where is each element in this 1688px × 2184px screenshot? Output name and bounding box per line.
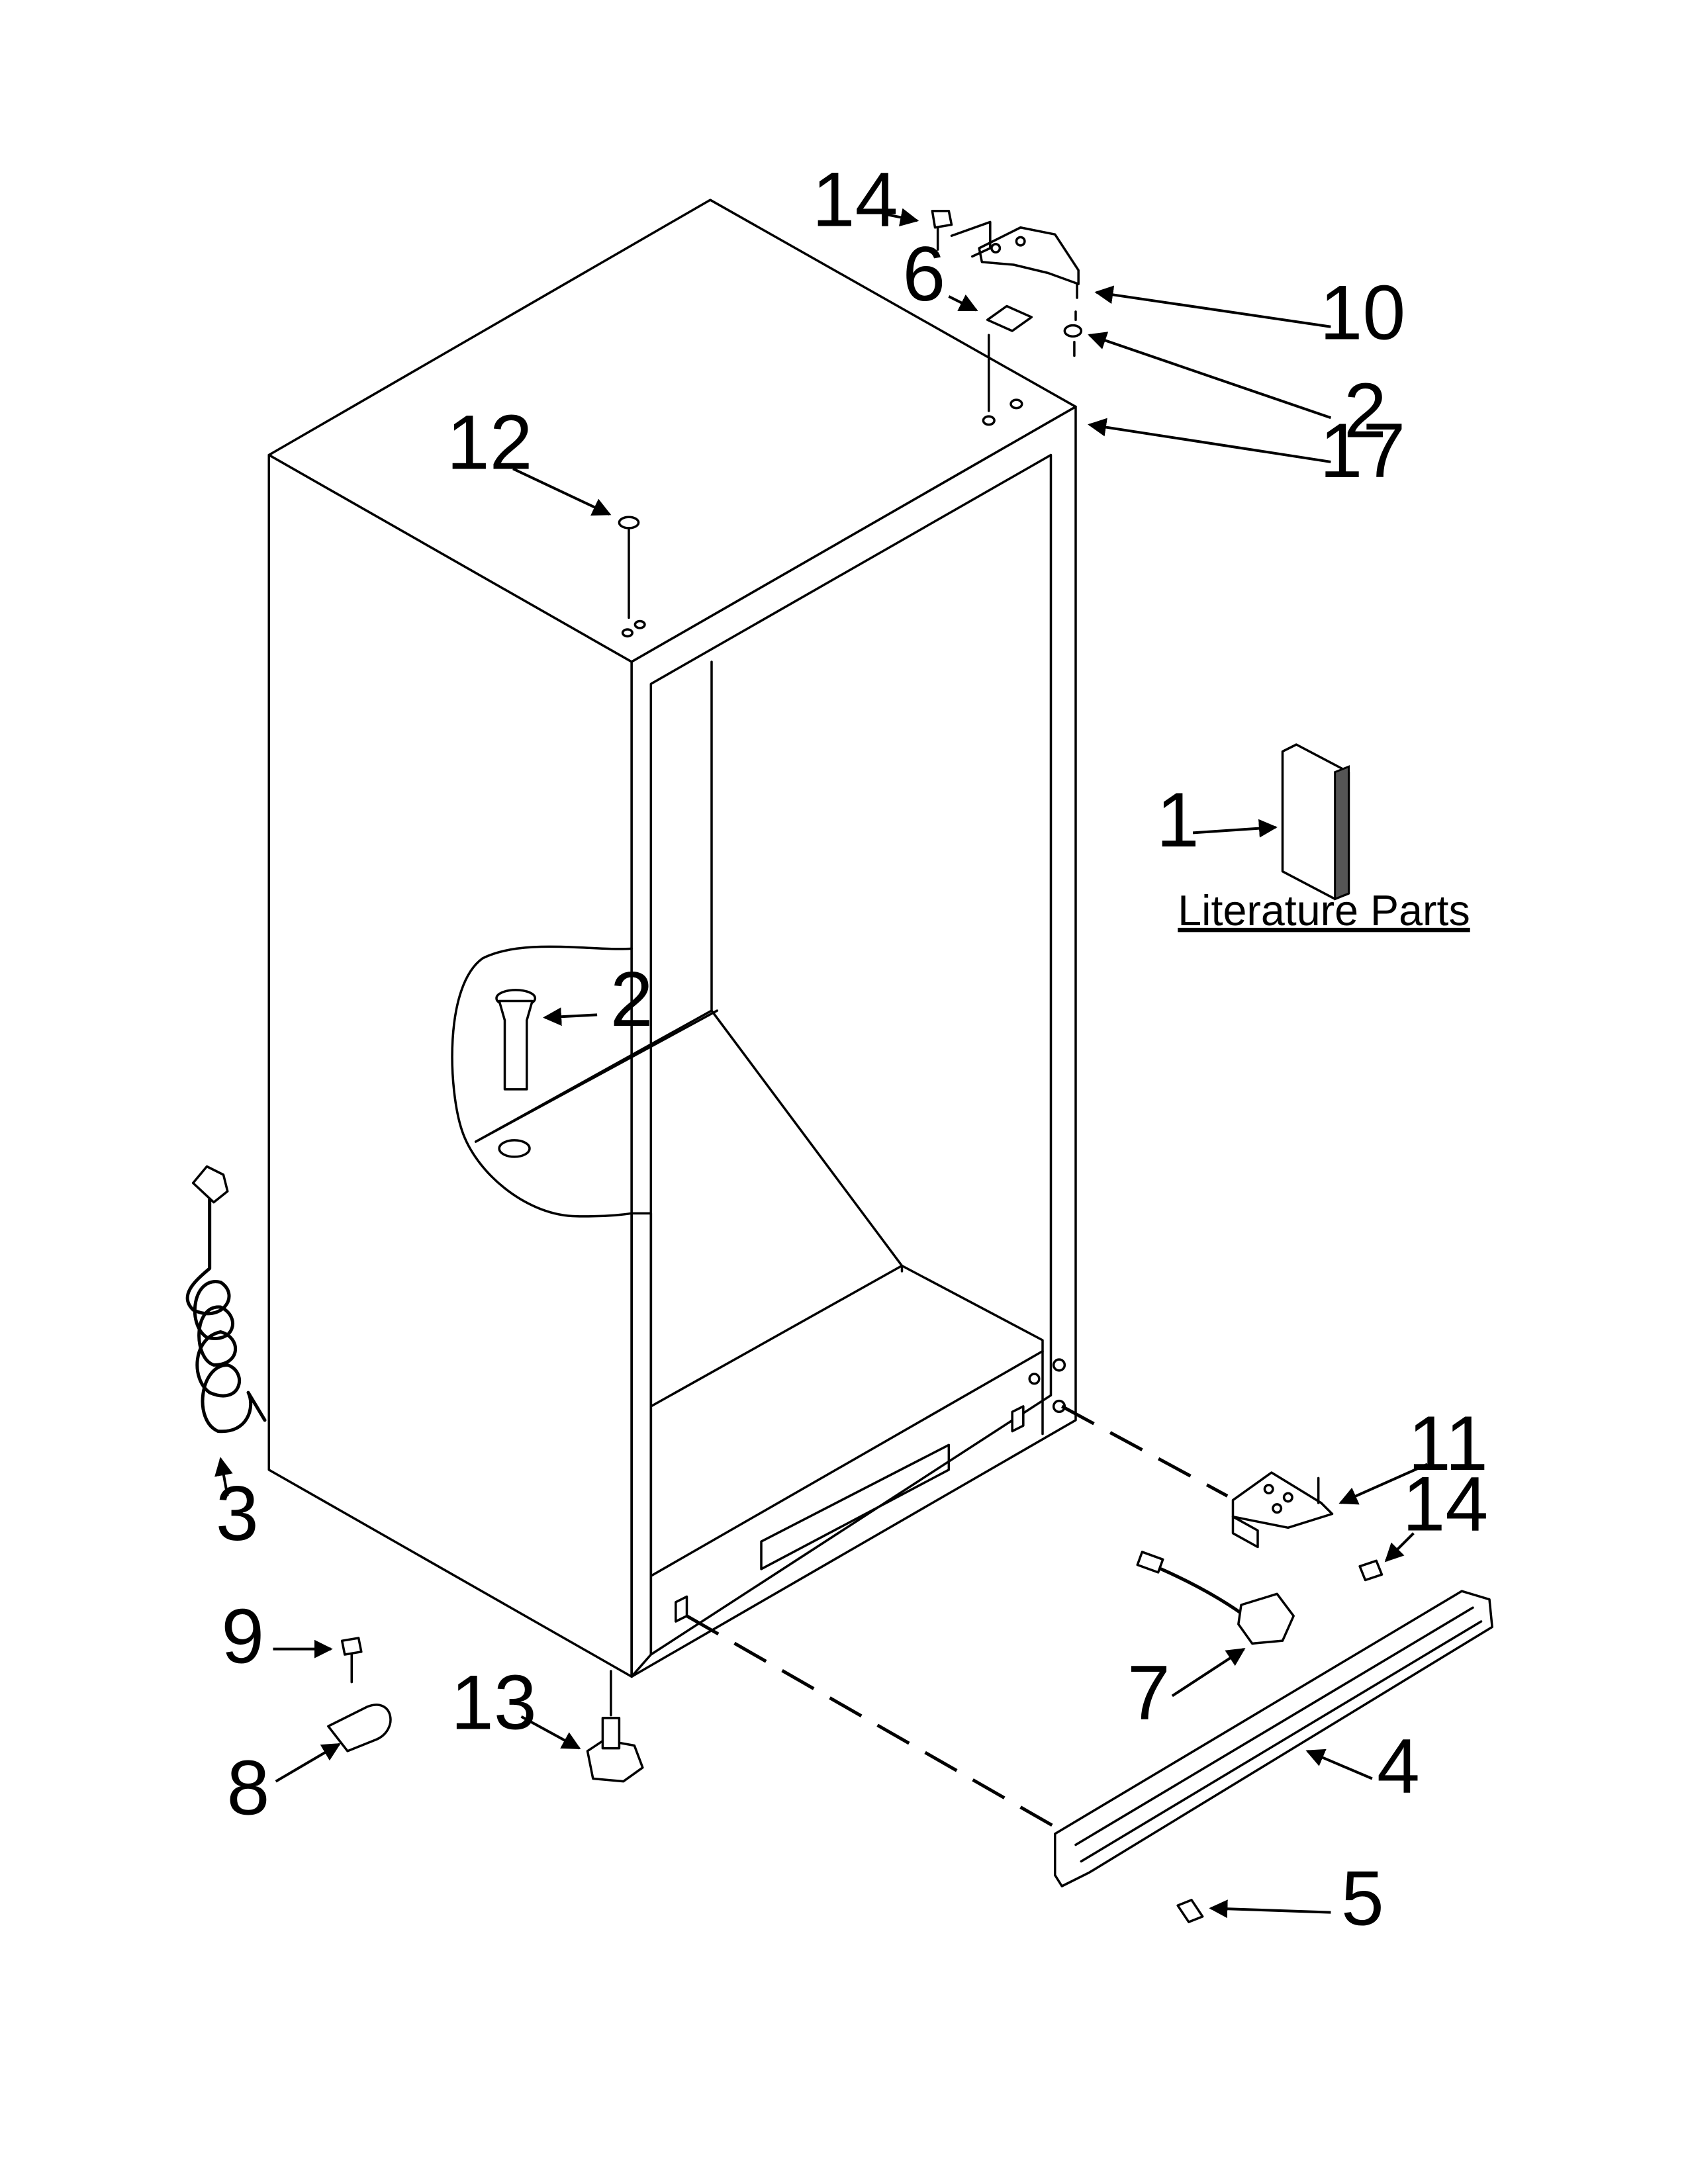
callout-17: 17 xyxy=(1319,407,1405,494)
literature-book-icon xyxy=(1283,745,1349,899)
callout-10: 10 xyxy=(1319,269,1405,356)
callout-2-top: 2 xyxy=(1344,367,1387,453)
callout-8: 8 xyxy=(227,1745,270,1831)
cutaway-outline xyxy=(452,946,632,1216)
wire-harness-part xyxy=(1137,1552,1293,1643)
callout-12: 12 xyxy=(447,398,533,485)
drain-tube-part xyxy=(496,990,535,1157)
callout-2-mid: 2 xyxy=(610,956,653,1042)
callout-14-right: 14 xyxy=(1402,1461,1488,1547)
callout-9: 9 xyxy=(221,1593,264,1680)
kickplate-part xyxy=(1055,1591,1492,1922)
callout-6: 6 xyxy=(902,230,945,317)
callout-13: 13 xyxy=(451,1659,537,1746)
callout-3: 3 xyxy=(216,1470,259,1557)
callout-7: 7 xyxy=(1127,1649,1170,1736)
callout-4: 4 xyxy=(1377,1722,1420,1809)
bottom-hinge-part xyxy=(1233,1473,1382,1580)
cabinet xyxy=(269,200,1076,1676)
top-hinge-parts xyxy=(619,211,1081,618)
power-cord-part xyxy=(187,1167,265,1432)
small-parts xyxy=(328,1638,643,1782)
callout-14-top: 14 xyxy=(812,156,898,243)
callout-5: 5 xyxy=(1341,1854,1384,1941)
callout-11: 11 xyxy=(1408,1400,1488,1486)
callout-1: 1 xyxy=(1156,776,1199,863)
literature-parts-label: Literature Parts xyxy=(1178,887,1470,934)
